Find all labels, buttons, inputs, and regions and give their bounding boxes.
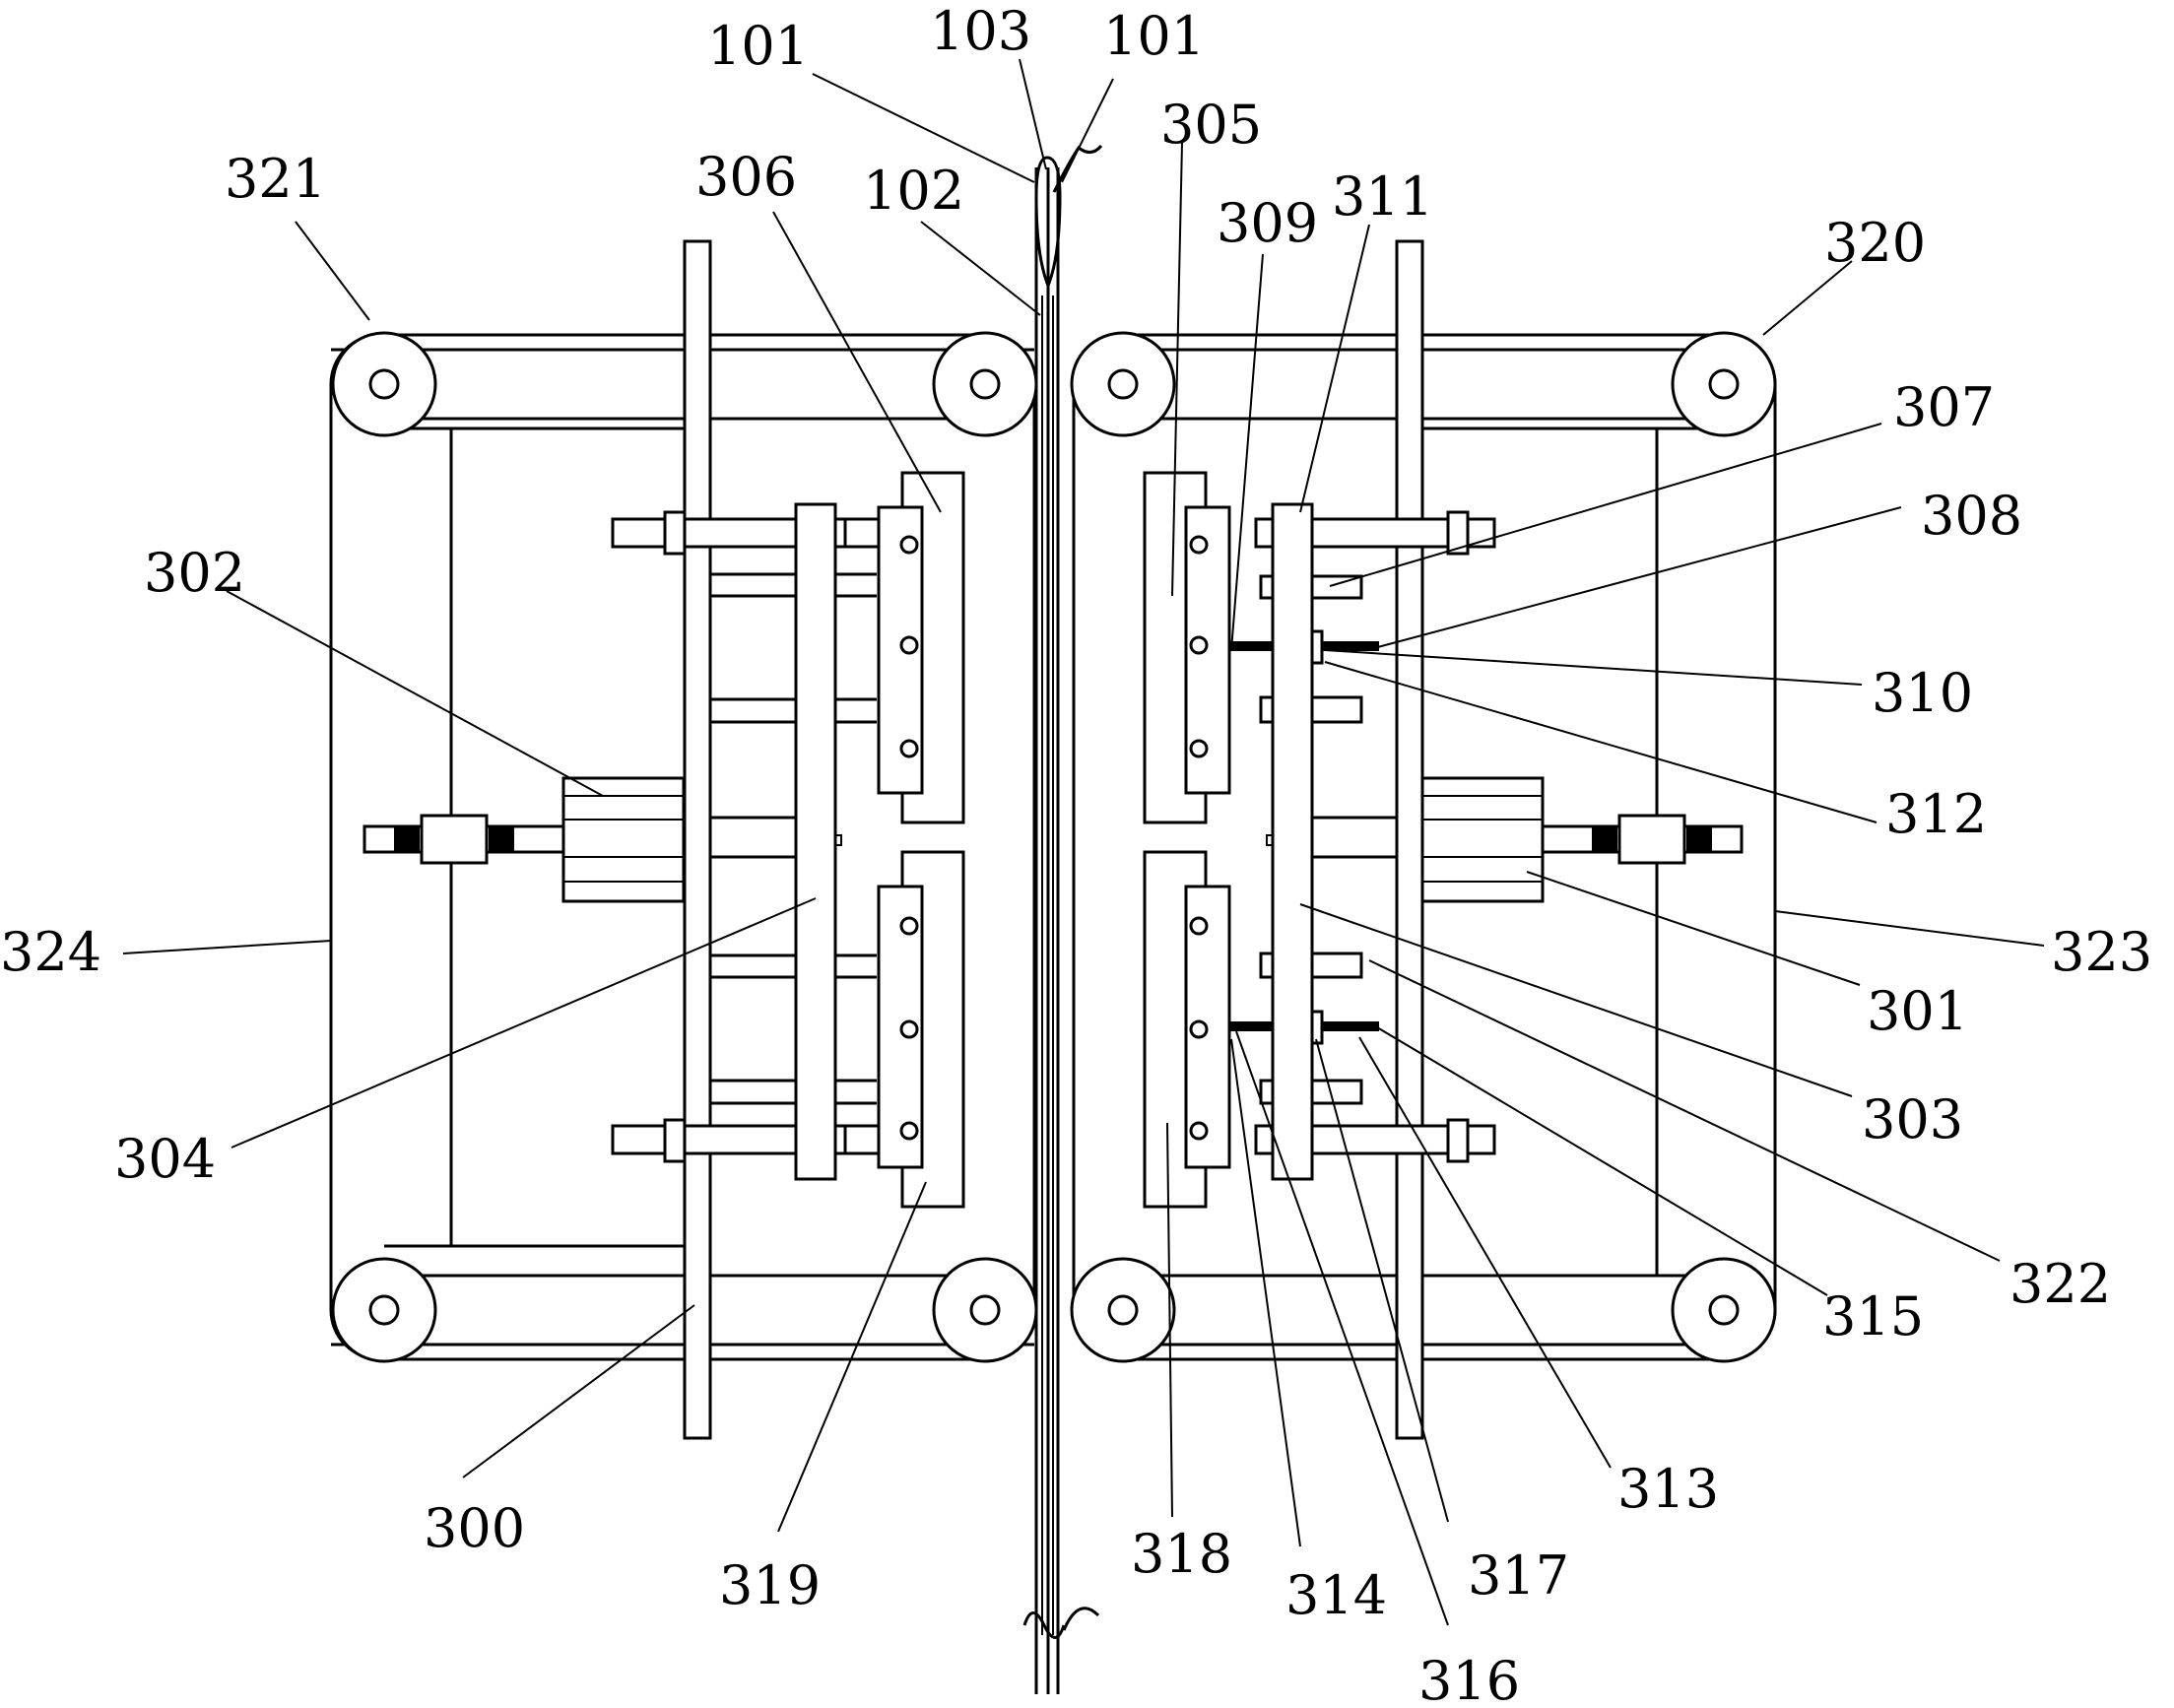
right-cylinder [1420, 776, 1744, 903]
label-300: 300 [424, 1497, 525, 1559]
right-clamps [1143, 471, 1231, 1209]
label-316: 316 [1418, 1650, 1520, 1708]
right-vertical-plate [1395, 239, 1424, 1440]
label-102: 102 [863, 160, 964, 222]
label-306: 306 [695, 146, 797, 208]
left-clamps [877, 471, 965, 1209]
left-vertical-plate [683, 239, 712, 1440]
label-310: 310 [1872, 662, 1973, 724]
label-324: 324 [0, 921, 101, 983]
label-311: 311 [1332, 165, 1433, 228]
left-moving-bar [794, 502, 837, 1181]
label-320: 320 [1824, 212, 1926, 274]
label-101-left: 101 [707, 15, 809, 77]
label-318: 318 [1131, 1523, 1232, 1585]
left-cylinder [362, 776, 686, 903]
right-pulleys [1070, 331, 1777, 1363]
label-313: 313 [1617, 1458, 1719, 1520]
label-307: 307 [1893, 376, 1995, 438]
right-moving-bar [1271, 502, 1314, 1181]
label-303: 303 [1862, 1088, 1963, 1150]
label-315: 315 [1822, 1285, 1924, 1347]
label-103: 103 [930, 0, 1031, 62]
label-314: 314 [1285, 1564, 1387, 1626]
label-305: 305 [1160, 94, 1262, 156]
label-304: 304 [114, 1128, 216, 1190]
label-323: 323 [2051, 921, 2152, 983]
label-319: 319 [719, 1554, 821, 1616]
left-pulleys [331, 331, 1038, 1363]
label-302: 302 [144, 542, 245, 604]
label-312: 312 [1885, 783, 1987, 845]
label-317: 317 [1468, 1544, 1569, 1607]
label-321: 321 [225, 148, 326, 210]
label-308: 308 [1921, 485, 2022, 547]
leader-lines [122, 58, 2045, 1626]
label-322: 322 [2009, 1253, 2111, 1315]
label-101-right: 101 [1103, 5, 1205, 67]
label-301: 301 [1867, 980, 1968, 1042]
label-309: 309 [1217, 192, 1318, 254]
